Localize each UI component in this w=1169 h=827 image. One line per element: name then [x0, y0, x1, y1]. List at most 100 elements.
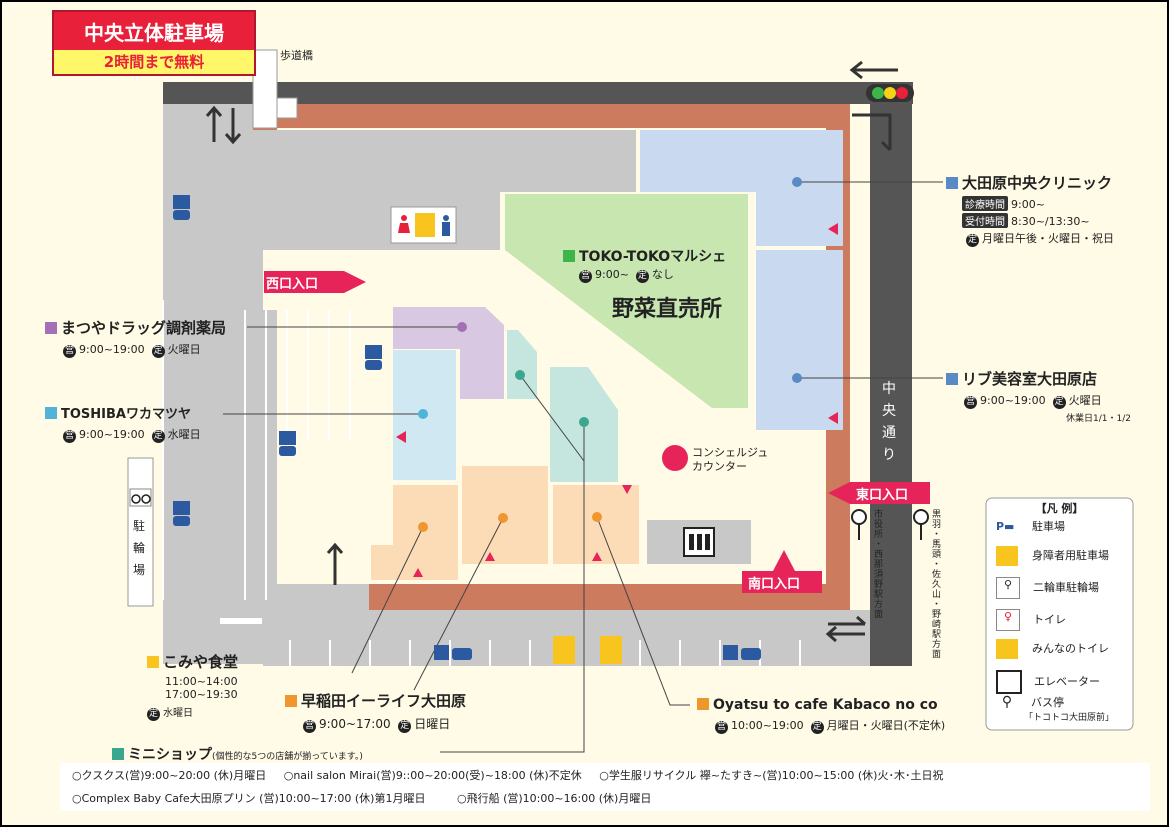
minishop-name: ミニショップ	[128, 747, 212, 763]
legend: 【凡 例】 P▬駐車場 身障者用駐車場 ⚲二輪車駐輪場 ♀トイレ みんなのトイレ…	[986, 498, 1133, 730]
komiya-closed: 水曜日	[163, 708, 193, 719]
toshiba-closed: 水曜日	[167, 428, 201, 441]
legend-label: バス停	[1031, 696, 1064, 709]
komiya-hours-1: 11:00~14:00	[165, 675, 238, 688]
komiya-callout: こみや食堂 11:00~14:00 17:00~19:30 定水曜日	[147, 651, 238, 721]
bus-char: 役	[874, 520, 884, 530]
oyatsu-color-square	[697, 698, 709, 710]
bus-char: 那	[874, 560, 884, 570]
toilet-icon	[442, 222, 450, 236]
oyatsu-hours: 10:00~19:00	[731, 719, 804, 732]
street-char: 中	[882, 381, 896, 397]
bus-char: 面	[932, 650, 942, 660]
minishop-note: (個性的な5つの店舗が揃っています。)	[212, 752, 363, 762]
street-char: 通	[882, 425, 896, 441]
east-entrance[interactable]	[828, 482, 930, 504]
door-markers	[396, 223, 838, 577]
bus-char: ・	[932, 560, 942, 570]
toilet-icon: ♀	[996, 609, 1020, 631]
open-icon: 営	[63, 430, 76, 443]
clinic-name: 大田原中央クリニック	[962, 174, 1113, 192]
legend-row-parking: P▬駐車場	[996, 518, 1065, 534]
legend-label: トイレ	[1033, 613, 1066, 626]
minishop-callout: ミニショップ(個性的な5つの店舗が揃っています。)	[112, 744, 363, 764]
footer-line-1: ○クスクス(営)9:00~20:00 (休)月曜日 ○nail salon Mi…	[60, 767, 1150, 783]
legend-row-bus-stop: ⚲ バス停「トコトコ大田原前」	[996, 694, 1114, 723]
clinic-color-square	[946, 177, 958, 189]
bike-parking-label: 駐 輪 場	[133, 515, 147, 581]
closed-icon: 定	[151, 345, 165, 358]
parking-lines	[162, 300, 801, 666]
central-road	[870, 104, 912, 666]
concierge-label: コンシェルジュ カウンター	[692, 446, 768, 474]
footer-shop: ○飛行船 (営)10:00~16:00 (休)月曜日	[456, 792, 652, 805]
drug-building	[393, 307, 504, 399]
legend-row-bicycle: ⚲二輪車駐輪場	[996, 577, 1099, 599]
legend-label: エレベーター	[1034, 675, 1100, 688]
open-icon: 営	[303, 720, 316, 733]
bus-char: 西	[874, 550, 884, 560]
bus-stop-2-label: 黒羽・馬頭・佐久山・野崎駅方面	[932, 510, 942, 660]
closed-icon: 定	[810, 721, 824, 734]
toshiba-name: TOSHIBAワカマツヤ	[61, 407, 191, 422]
footer-shop: ○クスクス(営)9:00~20:00 (休)月曜日	[72, 769, 267, 782]
legend-row-accessible-toilet: みんなのトイレ	[996, 639, 1109, 659]
open-icon: 営	[715, 721, 728, 734]
legend-bus-stop-sub: 「トコトコ大田原前」	[1024, 713, 1115, 723]
toilet-icon	[398, 223, 410, 233]
minishop-marker	[515, 370, 525, 380]
bus-stop-icon: ⚲	[1001, 694, 1013, 710]
west-entrance-label[interactable]: 西口入口	[266, 277, 319, 292]
bus-char: 方	[932, 640, 942, 650]
closed-icon: 定	[1052, 396, 1066, 409]
marche-name: TOKO-TOKOマルシェ	[579, 249, 727, 265]
salon-name: リブ美容室大田原店	[962, 370, 1098, 388]
closed-icon: 定	[151, 430, 165, 443]
bus-char: 所	[874, 530, 884, 540]
south-entrance[interactable]	[742, 550, 822, 593]
bus-char: 須	[874, 570, 884, 580]
toshiba-hours: 9:00~19:00	[79, 428, 145, 441]
legend-label: 身障者用駐車場	[1032, 549, 1109, 562]
parking-icons	[173, 195, 761, 664]
clinic-marker	[792, 177, 802, 187]
concierge-line2: カウンター	[692, 460, 747, 473]
bike-char: 場	[133, 563, 146, 577]
bus-char: 駅	[874, 590, 884, 600]
elevator-people	[689, 534, 710, 550]
footer-line-2: ○Complex Baby Cafe大田原プリン (営)10:00~17:00 …	[60, 790, 1150, 806]
legend-title: 【凡 例】	[1035, 502, 1084, 515]
callout-lines	[223, 181, 943, 753]
disabled-parking-icon	[996, 546, 1018, 566]
bus-char: ・	[874, 540, 884, 550]
footbridge-stairs	[276, 97, 298, 119]
komiya-marker	[418, 522, 428, 532]
street-char: 央	[882, 403, 896, 419]
footbridge	[252, 49, 278, 129]
footer-shop: ○学生服リサイクル 襷~たすき~(営)10:00~15:00 (休)火･木･土日…	[599, 769, 944, 782]
salon-marker	[792, 373, 802, 383]
komiya-hours-2: 17:00~19:30	[165, 688, 238, 701]
west-entrance[interactable]	[264, 271, 366, 293]
east-entrance-label[interactable]: 東口入口	[856, 488, 909, 503]
bus-stop-1-label: 市役所・西那須野駅方面	[874, 510, 884, 620]
legend-label: 二輪車駐輪場	[1033, 581, 1099, 594]
waseda-closed: 日曜日	[414, 717, 451, 731]
drug-hours: 9:00~19:00	[79, 343, 145, 356]
bus-char: 久	[932, 580, 942, 590]
legend-row-toilet: ♀ トイレ	[996, 609, 1066, 631]
concierge-marker	[662, 445, 688, 471]
komiya-building	[371, 485, 458, 580]
bus-char: 面	[874, 610, 884, 620]
toilet-icon	[443, 215, 449, 221]
minishop-color-square	[112, 748, 124, 760]
closed-icon: 定	[966, 234, 979, 247]
bus-char: 駅	[932, 630, 942, 640]
bus-char: 山	[932, 590, 942, 600]
south-entrance-label[interactable]: 南口入口	[748, 577, 801, 592]
komiya-name: こみや食堂	[163, 653, 239, 671]
